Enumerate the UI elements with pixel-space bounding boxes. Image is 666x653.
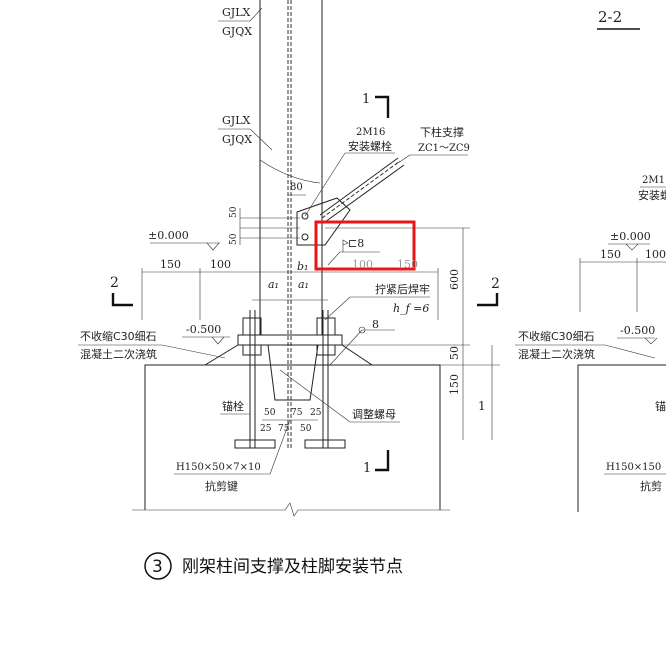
right-elevation-top: ±0.000 [610,230,651,243]
weld-note-hf: h_f =6 [393,302,429,315]
key-dim-75-top: 75 [291,408,303,418]
steel-column [259,0,323,450]
shear-key-size: H150×50×7×10 [176,462,261,473]
column-brace [296,157,405,246]
right-elevation-bottom: -0.500 [620,324,655,337]
dim-150-right: 150 [397,258,418,271]
right-dim-100: 100 [645,248,666,261]
weld-note-text: 拧紧后焊牢 [375,282,430,296]
key-dim-50-top: 50 [264,408,276,418]
elevation-top: ±0.000 [148,229,189,242]
section-2-2-title: 2-2 [598,8,622,26]
right-anchor-label: 锚 [655,399,666,413]
title-number: 3 [152,557,163,577]
dim-600: 600 [448,269,461,290]
column-label-gjlx-top: GJLX [222,6,251,19]
column-label-gjlx: GJLX [222,114,251,127]
drawing-title: 刚架柱间支撑及柱脚安装节点 [182,557,403,577]
brace-label-code: ZC1～ZC9 [418,143,470,154]
dim-a1-right: a₁ [298,278,309,291]
right-bolt-size: 2M1 [642,175,665,186]
shear-key-label: 抗剪键 [205,479,238,493]
elevation-bottom: -0.500 [186,323,221,336]
section-1-marker-bottom: 1 [363,461,371,476]
nut-left [242,317,262,336]
key-dim-25-bottom: 25 [260,424,272,434]
dim-a1-left: a₁ [268,278,279,291]
right-shear-key-label: 抗剪 [640,479,662,493]
right-grout-label-1: 不收缩C30细石 [518,329,595,343]
section-2-marker-left: 2 [110,275,119,291]
section-2-marker-right: 2 [491,276,500,292]
weld-8: 8 [372,318,379,331]
dim-50-lower: 50 [229,233,239,245]
dim-100-left: 100 [210,258,231,271]
dim-100-right: 100 [352,258,373,271]
dim-50-upper: 50 [229,206,239,218]
base-plate [237,334,343,346]
grout-label-2: 混凝土二次浇筑 [80,347,157,361]
section-1-trace: 1 [478,399,486,413]
grout-label-1: 不收缩C30细石 [80,329,157,343]
dim-150-vert: 150 [448,374,461,395]
dim-150-left: 150 [160,258,181,271]
key-dim-75-bottom: 75 [278,424,290,434]
dim-b1: b₁ [297,260,308,273]
column-label-gjqx: GJQX [222,133,252,146]
brace-label-text: 下柱支撑 [420,125,464,139]
section-1-marker-top: 1 [362,92,370,107]
highlight-box [314,220,416,271]
bolt-label-size: 2M16 [356,127,385,138]
weld-symbol: ⊏8 [348,237,364,250]
nut-label: 调整螺母 [352,407,396,421]
key-dim-50-bottom: 50 [300,424,312,434]
right-grout-label-2: 混凝土二次浇筑 [518,347,595,361]
anchor-bolts [234,310,346,449]
right-bolt-text: 安装螺 [638,188,666,202]
section-2-2-view: 2-2 2M1 安装螺 ±0.000 150 100 -0.500 不收缩C30… [515,8,666,512]
bolt-label-text: 安装螺栓 [348,139,392,153]
key-dim-25-top: 25 [310,408,322,418]
right-shear-key-size: H150×150 [606,462,661,473]
dim-80: 80 [290,182,303,193]
title-number-circle [144,552,172,580]
column-label-gjqx-top: GJQX [222,25,252,38]
dim-50-vert: 50 [448,346,461,360]
anchor-label: 锚栓 [222,399,244,413]
right-dim-150: 150 [600,248,621,261]
foundation [144,364,441,510]
nut-right [316,317,336,336]
